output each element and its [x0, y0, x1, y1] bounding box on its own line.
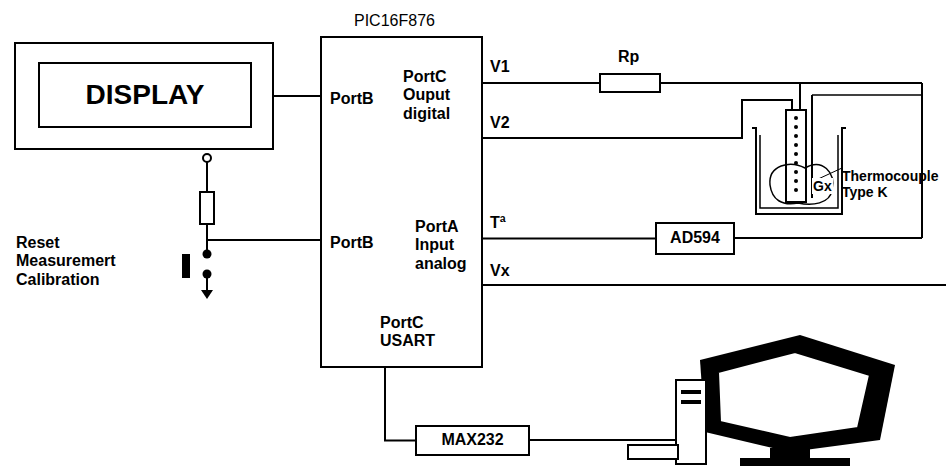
wire: [483, 82, 600, 84]
push-button: [182, 254, 190, 278]
beaker-inner: [760, 135, 838, 208]
display-label: DISPLAY: [38, 62, 252, 128]
electrode-dot: [794, 125, 798, 129]
display-frame: DISPLAY: [14, 42, 274, 150]
wire: [660, 82, 922, 84]
switch-contact: [203, 270, 212, 279]
port-name: PortB: [330, 234, 374, 252]
connector-wire: [385, 368, 415, 441]
component-name: Rp: [618, 48, 639, 66]
wire: [207, 239, 320, 241]
wire: [530, 439, 680, 441]
signal-name: V2: [490, 114, 510, 132]
wire: [921, 83, 923, 238]
wire: [206, 162, 208, 192]
computer-illustration: [628, 335, 895, 466]
signal-name: Tª: [490, 214, 506, 232]
wire: [206, 224, 208, 252]
sample-label: Gx: [812, 178, 833, 194]
wire: [735, 237, 922, 239]
wire: [483, 100, 792, 138]
box-label: MAX232: [417, 431, 528, 449]
microcontroller-box: PIC16F876PortBPortC Ouput digitalPortBPo…: [320, 36, 483, 368]
electrode-dot: [794, 179, 798, 183]
wire: [483, 284, 946, 286]
resistor-symbol: [600, 74, 660, 92]
connector-wire: [274, 95, 320, 97]
beaker: [752, 128, 846, 214]
wire: [812, 94, 922, 96]
electrode-dots: [794, 116, 798, 192]
chip-name: PIC16F876: [354, 12, 435, 30]
electrode-dot: [794, 188, 798, 192]
port-name: PortC Ouput digital: [403, 68, 475, 123]
switch-contact: [203, 250, 212, 259]
port-name: PortB: [330, 90, 374, 108]
converter-box: AD594: [655, 222, 735, 255]
port-name: PortC USART: [380, 314, 440, 351]
port-name: PortA Input analog: [415, 218, 475, 273]
sensor-label: Thermocouple Type K: [842, 168, 942, 200]
electrode-dot: [794, 134, 798, 138]
supply-terminal: [203, 154, 211, 162]
electrode-dot: [794, 170, 798, 174]
button-label: Reset Measuremert Calibration: [16, 234, 136, 289]
sample-blob: [770, 164, 833, 204]
electrode-dot: [794, 116, 798, 120]
electrode-dot: [794, 152, 798, 156]
ground-symbol: [201, 290, 213, 299]
pullup-resistor: [200, 192, 214, 224]
signal-name: V1: [490, 58, 510, 76]
wire: [799, 83, 801, 110]
electrode-dot: [794, 143, 798, 147]
box-label: AD594: [657, 229, 733, 247]
driver-box: MAX232: [415, 425, 530, 456]
connector-wire: [483, 238, 655, 240]
electrode-dot: [794, 161, 798, 165]
signal-name: Vx: [490, 262, 510, 280]
electrode: [786, 110, 806, 202]
